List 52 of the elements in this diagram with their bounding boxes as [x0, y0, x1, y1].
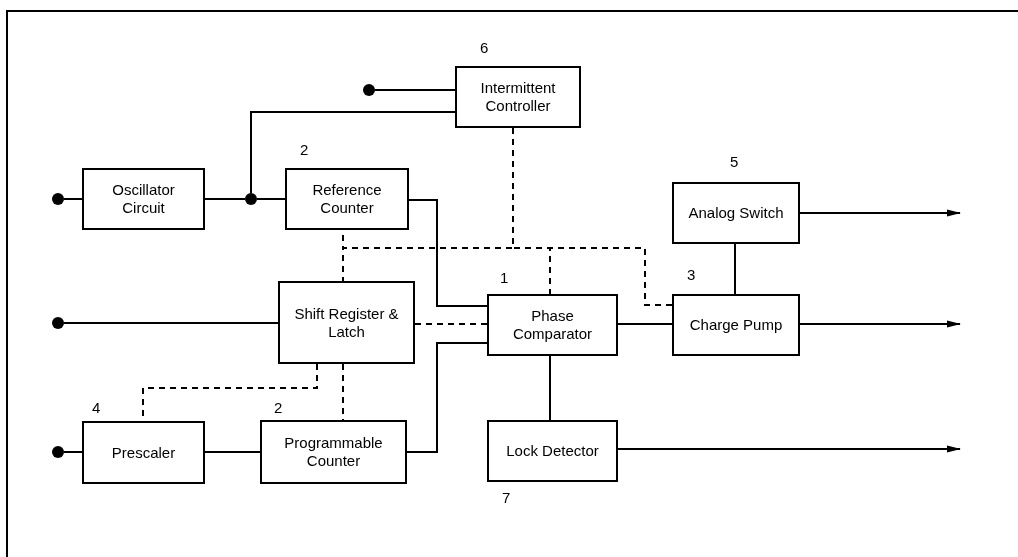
terminal-dot: [245, 193, 257, 205]
callout-number: 5: [730, 154, 739, 170]
connector-line: [414, 323, 488, 325]
arrow: [617, 445, 961, 453]
block-label: Prescaler: [110, 443, 177, 462]
connector-line: [342, 363, 344, 421]
connector-line: [406, 342, 488, 453]
arrow: [799, 320, 961, 328]
connector-line: [512, 127, 673, 306]
callout-number: 7: [502, 490, 511, 506]
connector-line: [408, 199, 488, 307]
block-box: [672, 294, 800, 356]
connector-line: [63, 451, 83, 453]
terminal-dot: [52, 317, 64, 329]
block-box: [455, 66, 581, 128]
block-label: Phase Comparator: [511, 307, 594, 343]
block-label: Lock Detector: [505, 442, 600, 460]
block-box: [82, 421, 205, 484]
block-box: [487, 420, 618, 482]
connector-line: [63, 322, 279, 324]
connector-line: [374, 89, 456, 91]
block-label: Programmable Counter: [283, 434, 384, 470]
callout-number: 2: [300, 142, 309, 158]
terminal-dot: [363, 84, 375, 96]
callout-number: 6: [480, 40, 489, 56]
connector-line: [256, 198, 286, 200]
connector-line: [63, 198, 83, 200]
callout-number: 1: [500, 270, 509, 286]
block-box: [278, 281, 415, 364]
callout-number: 2: [274, 400, 283, 416]
terminal-dot: [52, 446, 64, 458]
block-label: Analog Switch: [687, 204, 785, 222]
block-label: Intermittent Controller: [479, 79, 557, 115]
connector-line: [204, 198, 246, 200]
block-box: [672, 182, 800, 244]
connector-line: [549, 355, 551, 421]
block-box: [487, 294, 618, 356]
block-box: [82, 168, 205, 230]
arrow: [799, 209, 961, 217]
connector-line: [250, 111, 456, 194]
callout-number: 3: [687, 267, 696, 283]
connector-line: [734, 243, 736, 295]
block-label: Charge Pump: [688, 316, 784, 334]
terminal-dot: [52, 193, 64, 205]
block-label: Shift Register & Latch: [293, 304, 400, 341]
block-box: [285, 168, 409, 230]
connector-line: [204, 451, 261, 453]
block-label: Reference Counter: [311, 181, 383, 217]
block-box: [260, 420, 407, 484]
connector-line: [617, 323, 673, 325]
block-label: Oscillator Circuit: [111, 181, 176, 217]
callout-number: 4: [92, 400, 101, 416]
